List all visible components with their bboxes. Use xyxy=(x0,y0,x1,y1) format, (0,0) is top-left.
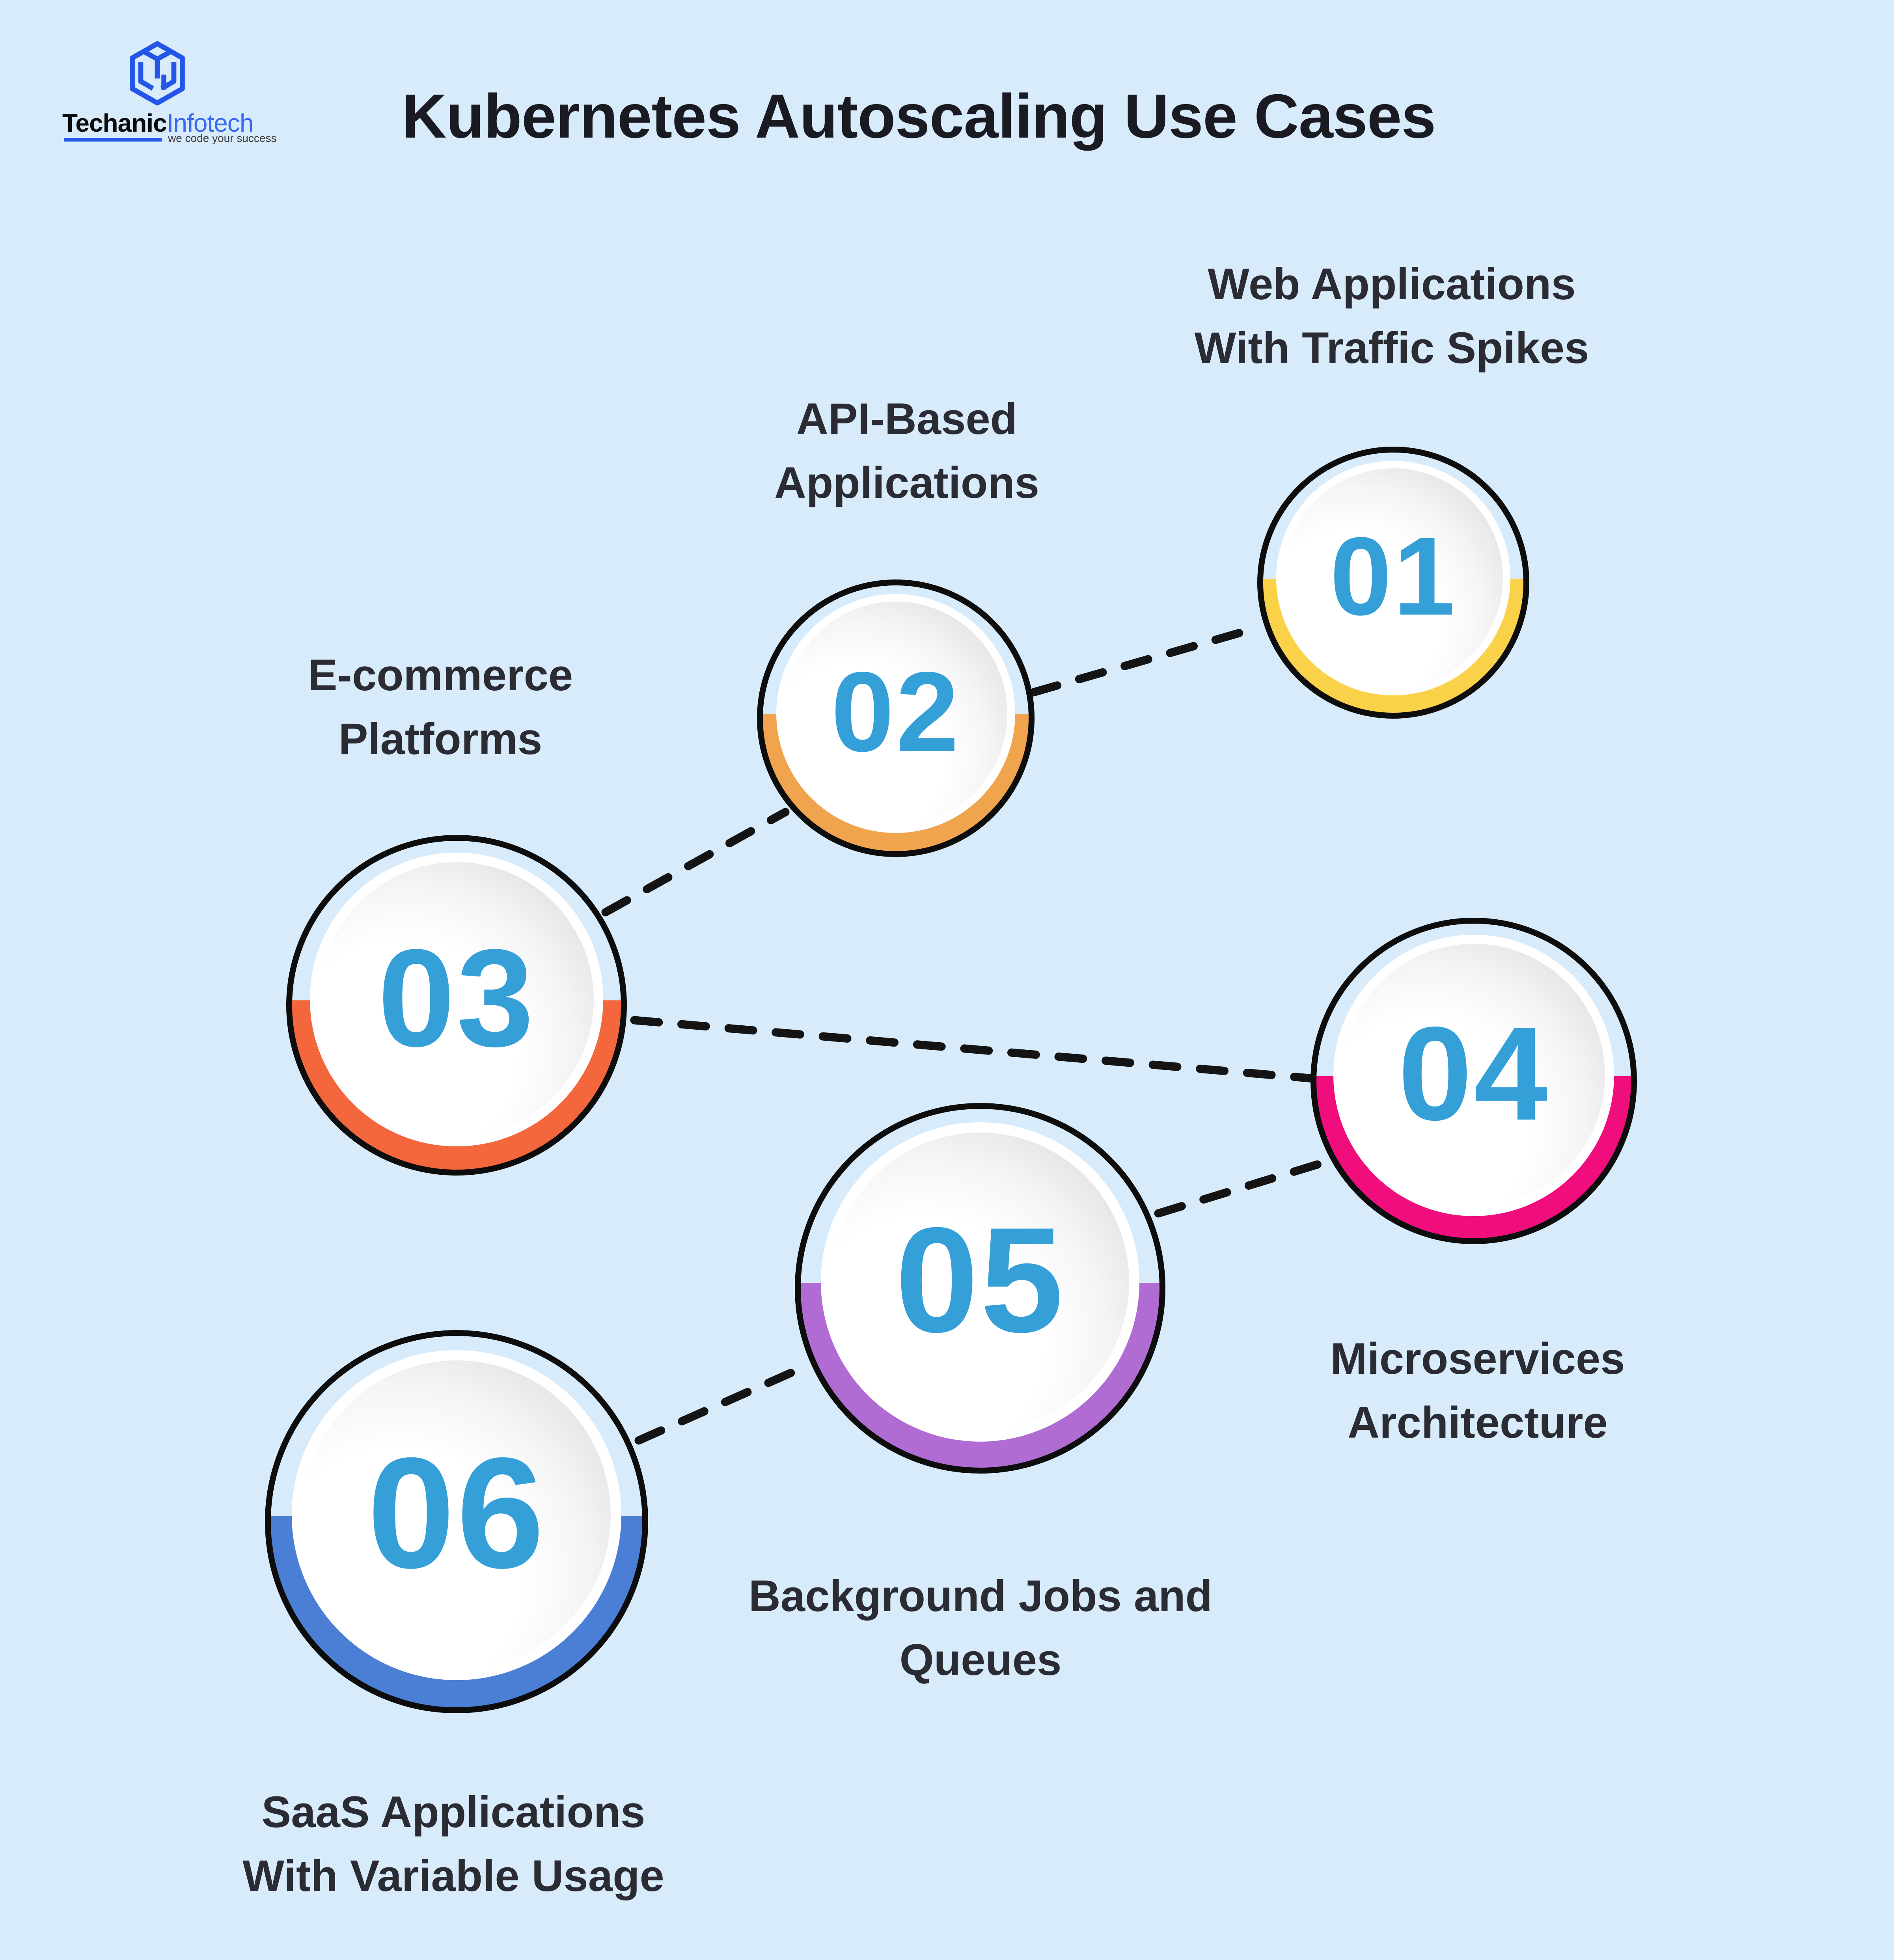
node-03-number: 03 xyxy=(378,920,535,1075)
node-04-number: 04 xyxy=(1398,999,1549,1148)
node-05-number: 05 xyxy=(895,1196,1065,1364)
use-case-node-02: 02 xyxy=(757,579,1035,857)
use-case-node-05: 05 xyxy=(795,1103,1165,1474)
page-title: Kubernetes Autoscaling Use Cases xyxy=(401,82,1436,151)
node-01-disc-gradient xyxy=(1284,468,1503,688)
logo-brand-secondary: Infotech xyxy=(166,109,254,137)
label-line: Platforms xyxy=(338,714,542,764)
connector-03-to-02 xyxy=(601,808,790,917)
logo-tagline: we code your success xyxy=(168,132,277,144)
connector-03-to-04 xyxy=(630,1016,1318,1083)
node-05-disc xyxy=(820,1122,1140,1442)
logo-underline xyxy=(64,138,162,142)
logo-cube-icon xyxy=(130,41,185,106)
label-api-based: API-Based Applications xyxy=(562,387,1252,515)
label-line: Web Applications xyxy=(1208,259,1576,309)
logo: TechanicInfotech we code your success xyxy=(59,41,276,147)
node-02-disc xyxy=(776,594,1015,833)
use-case-node-06: 06 xyxy=(265,1330,648,1713)
node-06-disc-gradient xyxy=(302,1360,611,1670)
node-02-disc-gradient xyxy=(784,602,1008,826)
connector-05-to-04 xyxy=(1154,1159,1324,1218)
label-web-applications: Web Applications With Traffic Spikes xyxy=(1047,252,1737,380)
label-saas-applications: SaaS Applications With Variable Usage xyxy=(108,1780,798,1908)
label-line: SaaS Applications xyxy=(261,1787,645,1837)
node-06-number: 06 xyxy=(367,1425,546,1601)
label-line: API-Based xyxy=(796,394,1018,443)
label-line: Microservices xyxy=(1330,1334,1625,1383)
connector-06-to-05 xyxy=(634,1363,808,1445)
use-case-node-03: 03 xyxy=(286,835,627,1176)
logo-brand-primary: Techanic xyxy=(62,109,167,137)
label-microservices: Microservices Architecture xyxy=(1133,1327,1823,1455)
node-04-disc xyxy=(1333,935,1614,1216)
node-02-number: 02 xyxy=(831,648,961,775)
node-06-disc xyxy=(292,1350,621,1681)
label-line: E-commerce xyxy=(308,650,573,700)
node-03-disc xyxy=(310,852,603,1146)
label-line: Architecture xyxy=(1348,1398,1608,1447)
node-05-disc-gradient xyxy=(831,1132,1130,1432)
connector-02-to-01 xyxy=(1029,624,1260,697)
label-line: With Traffic Spikes xyxy=(1194,323,1589,373)
label-background-jobs: Background Jobs and Queues xyxy=(636,1564,1325,1692)
label-line: Applications xyxy=(774,458,1040,507)
use-case-node-01: 01 xyxy=(1257,447,1529,719)
label-line: Queues xyxy=(899,1635,1062,1684)
node-03-disc-gradient xyxy=(319,862,594,1137)
node-01-number: 01 xyxy=(1330,514,1457,639)
label-ecommerce: E-commerce Platforms xyxy=(95,643,785,771)
label-line: Background Jobs and xyxy=(748,1571,1213,1621)
use-case-node-04: 04 xyxy=(1311,918,1637,1244)
label-line: With Variable Usage xyxy=(242,1851,664,1900)
node-01-disc xyxy=(1276,460,1510,695)
logo-wordmark: TechanicInfotech xyxy=(62,108,254,138)
node-04-disc-gradient xyxy=(1342,943,1605,1207)
